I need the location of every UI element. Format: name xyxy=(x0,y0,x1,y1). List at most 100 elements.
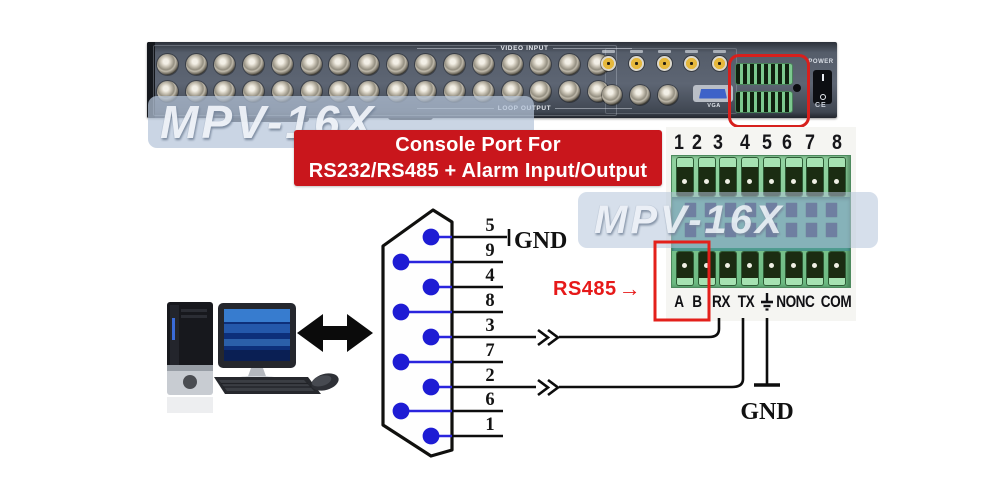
rca-jack-icon xyxy=(656,56,672,71)
terminal-number: 6 xyxy=(782,131,792,154)
banner-line2: RS232/RS485 + Alarm Input/Output xyxy=(308,160,648,182)
terminal-plug-icon xyxy=(742,252,759,285)
tower-case-icon xyxy=(167,302,213,413)
pin-number: 2 xyxy=(485,366,494,386)
db9-pins xyxy=(392,228,440,445)
terminal-plug-icon xyxy=(720,158,737,196)
db9-pin-icon xyxy=(392,402,410,420)
ce-mark: CE xyxy=(815,102,827,109)
panel-left-cap xyxy=(147,42,155,118)
right-arrow-icon: → xyxy=(618,276,642,301)
bnc-connector-icon xyxy=(271,54,293,75)
terminal-plug-icon xyxy=(763,252,780,285)
terminal-label-no: NO xyxy=(776,292,796,311)
console-port-banner: Console Port For RS232/RS485 + Alarm Inp… xyxy=(294,130,662,186)
wires xyxy=(452,229,780,438)
rs485-highlight-box xyxy=(653,240,711,322)
terminal-plug-icon xyxy=(828,252,845,285)
rca-jack-icon xyxy=(601,56,616,71)
terminal-plug-icon xyxy=(698,252,715,285)
bnc-connector-icon xyxy=(559,54,581,75)
vga-connector-icon xyxy=(699,88,727,99)
power-on-mark xyxy=(821,74,824,81)
terminal-label-a: A xyxy=(674,292,684,311)
chevron-arrow-icon xyxy=(537,378,551,397)
rca-label-tick xyxy=(685,50,699,53)
chevron-arrow-icon xyxy=(537,328,551,347)
gnd-label-db9: GND xyxy=(514,228,567,254)
video-input-row xyxy=(157,54,609,75)
terminal-number: 2 xyxy=(692,131,702,154)
bnc-connector-icon xyxy=(559,81,581,102)
bnc-connector-icon xyxy=(472,54,494,75)
terminal-label-rx: RX xyxy=(711,292,731,311)
db9-pin-icon xyxy=(392,353,410,371)
db9-pin-icon xyxy=(392,303,410,321)
pin-number: 5 xyxy=(485,216,494,236)
bnc-connector-icon xyxy=(602,85,622,105)
mouse-icon xyxy=(311,373,339,391)
rca-jack-icon xyxy=(684,56,700,71)
bidirectional-arrow-icon xyxy=(297,314,373,352)
bnc-connector-icon xyxy=(530,81,552,102)
power-switch xyxy=(813,70,832,104)
terminal-plug-icon xyxy=(698,158,715,196)
banner-line1: Console Port For xyxy=(395,134,561,156)
bnc-connector-icon xyxy=(630,85,650,105)
terminal-number: 5 xyxy=(762,131,772,154)
terminal-plug-row-bottom xyxy=(672,252,850,285)
rca-label-tick xyxy=(657,50,671,53)
db9-pin-icon xyxy=(422,228,440,246)
terminal-number: 7 xyxy=(805,131,815,154)
pin-number: 3 xyxy=(485,316,494,336)
video-input-label: VIDEO INPUT xyxy=(417,45,632,52)
vga-label: VGA xyxy=(707,103,721,109)
db9-pin-icon xyxy=(422,427,440,445)
bnc-connector-icon xyxy=(386,54,408,75)
terminal-plug-row-top xyxy=(672,158,850,196)
bnc-connector-icon xyxy=(214,54,236,75)
pin-number: 6 xyxy=(485,390,494,410)
earth-ground-icon xyxy=(760,293,774,316)
chevron-arrow-icon xyxy=(547,328,561,347)
bnc-connector-icon xyxy=(243,54,265,75)
computer-illustration xyxy=(167,302,339,413)
wire-pin2-to-tx xyxy=(559,318,745,389)
rca-jack-icon xyxy=(628,56,644,71)
bnc-connector-icon xyxy=(415,54,437,75)
db9-connector-outline xyxy=(381,208,454,458)
gnd-label-terminal: GND xyxy=(740,399,793,425)
pin-number: 9 xyxy=(485,241,494,261)
power-off-mark xyxy=(819,94,826,100)
video-input-text: VIDEO INPUT xyxy=(500,45,549,52)
terminal-row-icon xyxy=(736,92,792,112)
terminal-number: 8 xyxy=(832,131,842,154)
terminal-plug-icon xyxy=(742,158,759,196)
bnc-connector-icon xyxy=(501,54,523,75)
rs485-label: RS485 xyxy=(553,277,617,300)
db9-pin-icon xyxy=(422,378,440,396)
terminal-plug-icon xyxy=(807,158,824,196)
pin-number: 8 xyxy=(485,291,494,311)
terminal-number: 4 xyxy=(740,131,750,154)
rca-jack-icon xyxy=(712,56,727,71)
terminal-plug-icon xyxy=(807,252,824,285)
bnc-connector-icon xyxy=(300,54,322,75)
db9-pin-icon xyxy=(422,328,440,346)
terminal-plug-icon xyxy=(785,252,802,285)
console-port-highlight xyxy=(728,54,810,128)
terminal-label-nc: NC xyxy=(795,292,815,311)
watermark-right: MPV-16X xyxy=(578,192,878,248)
rca-label-tick xyxy=(713,50,726,53)
terminal-plug-icon xyxy=(763,158,780,196)
terminal-number: 3 xyxy=(713,131,723,154)
terminal-plug-icon xyxy=(677,158,693,196)
terminal-number: 1 xyxy=(674,131,684,154)
console-terminal-block xyxy=(736,64,792,112)
monitor-bnc-row xyxy=(602,85,678,105)
bnc-connector-icon xyxy=(658,85,678,105)
terminal-label-b: B xyxy=(692,292,702,311)
vga-port xyxy=(693,85,733,102)
